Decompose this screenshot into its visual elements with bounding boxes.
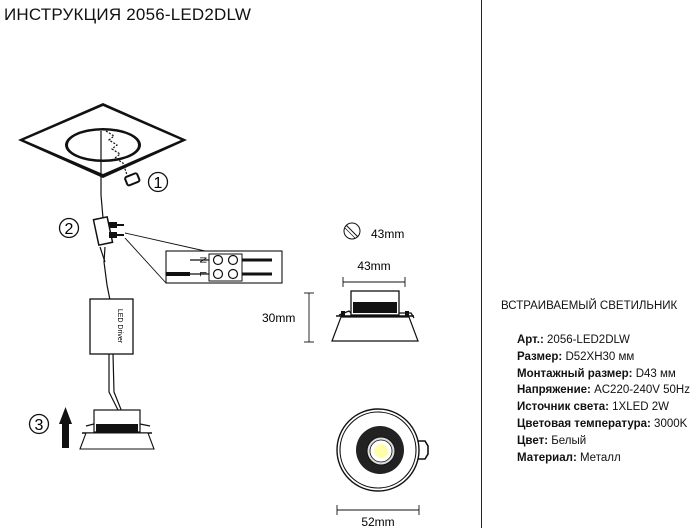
spec-key: Цветовая температура: (517, 417, 651, 430)
spec-value: D52XH30 мм (562, 350, 635, 363)
step-2-number: 2 (65, 221, 74, 238)
step-1-number: 1 (154, 175, 163, 192)
spec-key: Материал: (517, 451, 577, 464)
outer-diameter-label: 52mm (361, 515, 394, 528)
step-1-marker: 1 (147, 171, 169, 193)
spec-row-material: Материал: Металл (517, 450, 690, 467)
spec-row-voltage: Напряжение: AC220-240V 50Hz (517, 382, 690, 399)
spec-value: Белый (548, 434, 587, 447)
supply-cable (100, 131, 104, 219)
hole-diameter-label: 43mm (371, 227, 404, 241)
spec-row-color-temp: Цветовая температура: 3000K (517, 416, 690, 433)
push-up-arrow-icon (59, 407, 72, 448)
spec-value: D43 мм (632, 367, 676, 380)
terminal-block-detail: N L (165, 250, 283, 284)
spec-row-color: Цвет: Белый (517, 433, 690, 450)
spec-key: Монтажный размер: (517, 367, 633, 380)
spec-row-mount-size: Монтажный размер: D43 мм (517, 366, 690, 383)
terminal-block-small (92, 215, 124, 247)
body-width-label: 43mm (357, 259, 390, 273)
lamp-front-view (336, 408, 429, 492)
spec-key: Цвет: (517, 434, 549, 447)
spec-key: Источник света: (517, 401, 609, 414)
spec-row-light-source: Источник света: 1XLED 2W (517, 399, 690, 416)
lamp-side-view (331, 290, 419, 342)
spec-key: Напряжение: (517, 384, 591, 397)
step-3-marker: 3 (28, 413, 50, 435)
spec-value: AC220-240V 50Hz (590, 384, 690, 397)
step-3-number: 3 (35, 417, 44, 434)
lamp-small-side (79, 409, 155, 450)
spec-value: 3000K (650, 417, 688, 430)
spring-clip (105, 130, 128, 176)
spec-row-size: Размер: D52XH30 мм (517, 349, 690, 366)
spec-value: Металл (576, 451, 621, 464)
led-driver: LED Driver (89, 298, 134, 355)
terminal-label-l: L (198, 271, 208, 276)
spec-value: 1XLED 2W (608, 401, 670, 414)
clip-latch (124, 172, 141, 187)
height-dimension (304, 292, 314, 343)
height-label: 30mm (262, 311, 295, 325)
outer-diameter-dimension (336, 505, 420, 515)
terminal-to-driver-cable (103, 246, 111, 301)
specs-list: Арт.: 2056-LED2DLW Размер: D52XH30 мм Мо… (517, 332, 690, 466)
terminal-label-n: N (198, 257, 208, 264)
specs-heading: ВСТРАИВАЕМЫЙ СВЕТИЛЬНИК (501, 300, 678, 312)
width-dimension (342, 277, 406, 287)
spec-value: 2056-LED2DLW (543, 334, 630, 346)
spec-key: Размер: (517, 350, 563, 363)
spec-row-article: Арт.: 2056-LED2DLW (517, 332, 690, 349)
step-2-marker: 2 (58, 217, 80, 239)
hole-diameter-icon (343, 222, 361, 240)
led-driver-label: LED Driver (116, 309, 123, 344)
vertical-divider (481, 0, 482, 528)
page-title: ИНСТРУКЦИЯ 2056-LED2DLW (4, 5, 252, 24)
ceiling-panel (18, 103, 187, 178)
spec-key: Арт.: (517, 334, 544, 346)
driver-to-lamp-cable (108, 354, 120, 413)
